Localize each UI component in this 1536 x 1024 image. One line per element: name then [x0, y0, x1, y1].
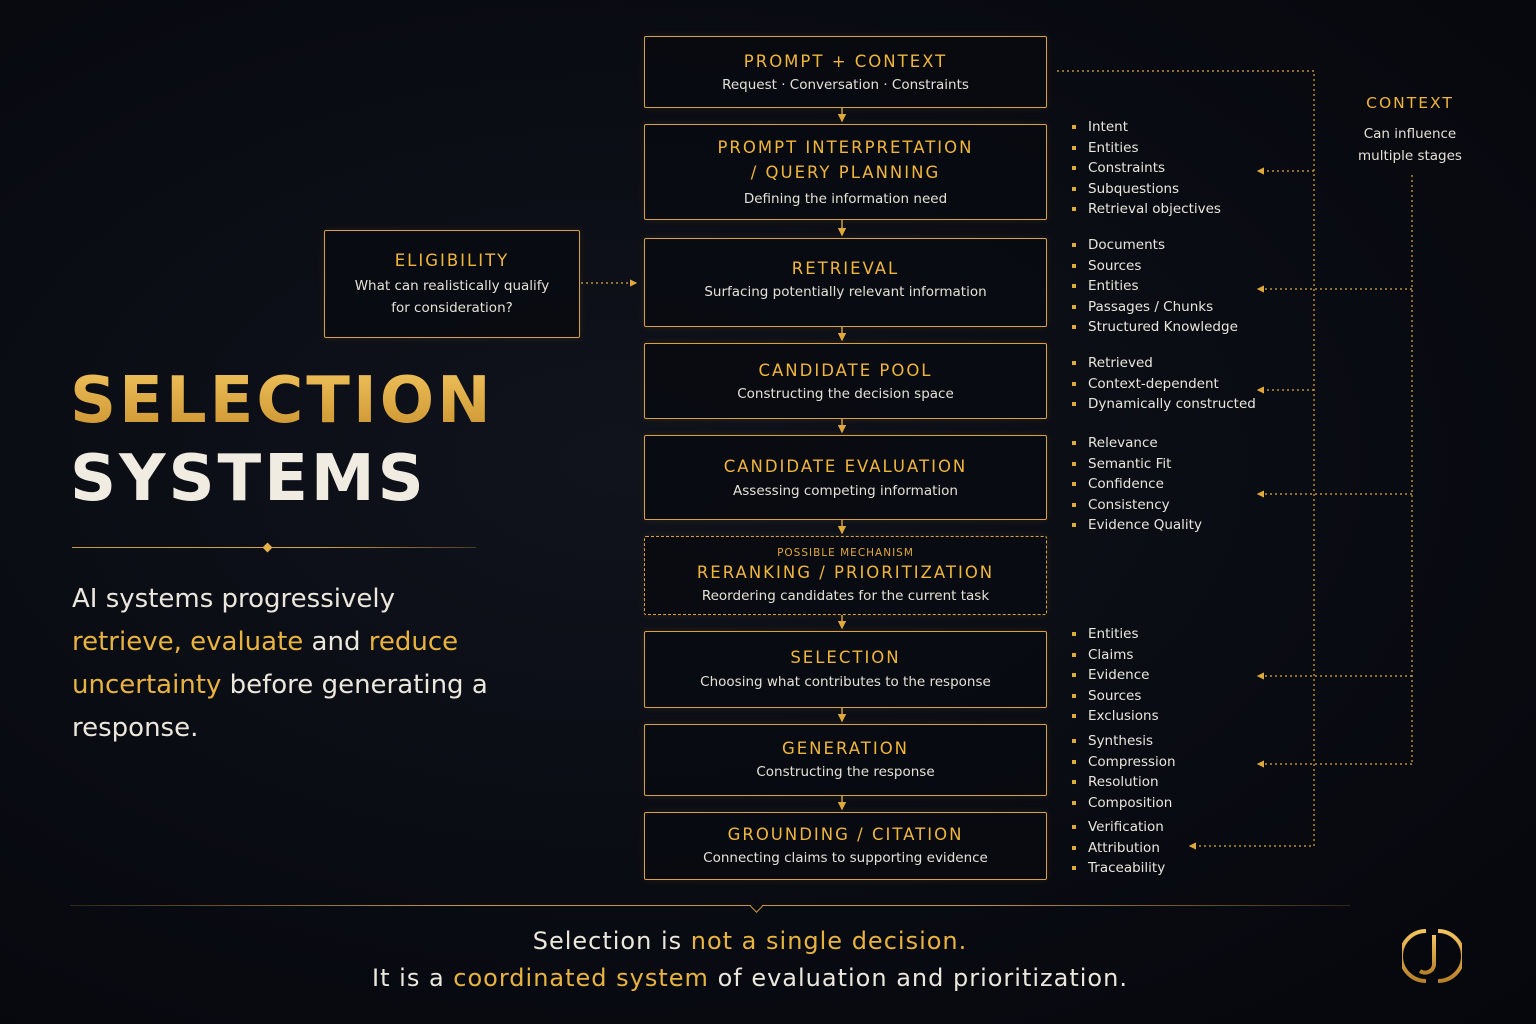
list-item: Evidence — [1072, 665, 1159, 686]
eligibility-title: ELIGIBILITY — [394, 251, 510, 270]
stage-grounding: GROUNDING / CITATION Connecting claims t… — [644, 812, 1047, 880]
stage-title: PROMPT + CONTEXT — [743, 52, 948, 71]
closing-line-1: Selection is not a single decision. — [250, 927, 1250, 955]
bullets-generation: Synthesis Compression Resolution Composi… — [1072, 731, 1176, 813]
title-divider — [72, 547, 476, 548]
closing-text: Selection is — [532, 927, 691, 955]
stage-candidate-evaluation: CANDIDATE EVALUATION Assessing competing… — [644, 435, 1047, 520]
list-item: Constraints — [1072, 158, 1221, 179]
stage-subtitle: Constructing the decision space — [737, 386, 954, 402]
lead-text: AI systems progressively — [72, 584, 395, 614]
list-item: Sources — [1072, 256, 1238, 277]
stage-title: RERANKING / PRIORITIZATION — [696, 563, 995, 582]
context-sub-line: multiple stages — [1358, 148, 1462, 164]
list-item: Attribution — [1072, 838, 1165, 859]
list-item: Entities — [1072, 276, 1238, 297]
closing-highlight: not a single decision. — [690, 927, 968, 955]
eligibility-sub: for consideration? — [391, 300, 513, 316]
list-item: Synthesis — [1072, 731, 1176, 752]
list-item: Structured Knowledge — [1072, 317, 1238, 338]
stage-title: CANDIDATE EVALUATION — [723, 457, 968, 476]
chevron-down-icon — [750, 900, 763, 913]
lead-highlight: retrieve — [72, 627, 174, 657]
list-item: Documents — [1072, 235, 1238, 256]
list-item: Entities — [1072, 138, 1221, 159]
stage-subtitle: Assessing competing information — [733, 483, 958, 499]
lead-text: before generating a response. — [72, 670, 488, 743]
list-item: Sources — [1072, 686, 1159, 707]
stage-prompt-context: PROMPT + CONTEXT Request · Conversation … — [644, 36, 1047, 108]
eligibility-sub: What can realistically qualify — [354, 278, 550, 294]
bullets-grounding: Verification Attribution Traceability — [1072, 817, 1165, 879]
bullets-retrieval: Documents Sources Entities Passages / Ch… — [1072, 235, 1238, 338]
stage-title-2: / QUERY PLANNING — [750, 163, 941, 182]
closing-text: It is a — [372, 964, 454, 992]
stage-candidate-pool: CANDIDATE POOL Constructing the decision… — [644, 343, 1047, 419]
list-item: Confidence — [1072, 474, 1202, 495]
stage-reranking: POSSIBLE MECHANISM RERANKING / PRIORITIZ… — [644, 536, 1047, 615]
diamond-ornament-icon — [262, 542, 273, 553]
list-item: Verification — [1072, 817, 1165, 838]
closing-highlight: coordinated system — [453, 964, 709, 992]
stage-subtitle: Choosing what contributes to the respons… — [700, 674, 991, 690]
list-item: Consistency — [1072, 495, 1202, 516]
title-line-1: SELECTION — [70, 364, 494, 438]
list-item: Retrieval objectives — [1072, 199, 1221, 220]
stage-subtitle: Reordering candidates for the current ta… — [701, 588, 990, 604]
lead-highlight: evaluate — [190, 627, 304, 657]
context-subtitle: Can influence multiple stages — [1340, 123, 1480, 167]
stage-subtitle: Request · Conversation · Constraints — [722, 77, 969, 93]
stage-subtitle: Defining the information need — [743, 191, 948, 207]
bullets-evaluation: Relevance Semantic Fit Confidence Consis… — [1072, 433, 1202, 536]
bullets-selection: Entities Claims Evidence Sources Exclusi… — [1072, 624, 1159, 727]
lead-text: and — [303, 627, 369, 657]
stage-title: GROUNDING / CITATION — [727, 825, 964, 844]
page-title: SELECTION SYSTEMS — [70, 362, 494, 518]
bullets-pool: Retrieved Context-dependent Dynamically … — [1072, 353, 1256, 415]
stage-tag: POSSIBLE MECHANISM — [777, 547, 914, 559]
lead-highlight: , — [173, 627, 191, 657]
stage-title: CANDIDATE POOL — [758, 361, 933, 380]
stage-retrieval: RETRIEVAL Surfacing potentially relevant… — [644, 238, 1047, 327]
stage-selection: SELECTION Choosing what contributes to t… — [644, 631, 1047, 708]
context-sub-line: Can influence — [1363, 126, 1457, 142]
stage-title: RETRIEVAL — [791, 259, 900, 278]
stage-title: PROMPT INTERPRETATION — [717, 138, 974, 157]
list-item: Claims — [1072, 645, 1159, 666]
title-line-2: SYSTEMS — [70, 442, 427, 516]
context-title: CONTEXT — [1366, 94, 1454, 112]
list-item: Subquestions — [1072, 179, 1221, 200]
list-item: Retrieved — [1072, 353, 1256, 374]
list-item: Context-dependent — [1072, 374, 1256, 395]
list-item: Semantic Fit — [1072, 454, 1202, 475]
list-item: Compression — [1072, 752, 1176, 773]
stage-generation: GENERATION Constructing the response — [644, 724, 1047, 796]
list-item: Passages / Chunks — [1072, 297, 1238, 318]
eligibility-box: ELIGIBILITY What can realistically quali… — [324, 230, 580, 338]
stage-subtitle: Constructing the response — [756, 764, 935, 780]
list-item: Evidence Quality — [1072, 515, 1202, 536]
closing-text: of evaluation and prioritization. — [708, 964, 1128, 992]
stage-title: SELECTION — [790, 648, 901, 667]
bottom-divider — [70, 905, 1350, 906]
list-item: Intent — [1072, 117, 1221, 138]
list-item: Exclusions — [1072, 706, 1159, 727]
list-item: Entities — [1072, 624, 1159, 645]
lead-paragraph: AI systems progressively retrieve, evalu… — [72, 578, 492, 750]
stage-subtitle: Surfacing potentially relevant informati… — [704, 284, 987, 300]
stage-title: GENERATION — [781, 739, 910, 758]
list-item: Traceability — [1072, 858, 1165, 879]
list-item: Relevance — [1072, 433, 1202, 454]
stage-prompt-interpretation: PROMPT INTERPRETATION / QUERY PLANNING D… — [644, 124, 1047, 220]
lead-highlight: reduce uncertainty — [72, 627, 459, 700]
stage-subtitle: Connecting claims to supporting evidence — [703, 850, 988, 866]
list-item: Composition — [1072, 793, 1176, 814]
brand-monogram-icon — [1402, 929, 1462, 983]
closing-line-2: It is a coordinated system of evaluation… — [250, 964, 1250, 992]
bullets-interpretation: Intent Entities Constraints Subquestions… — [1072, 117, 1221, 220]
list-item: Resolution — [1072, 772, 1176, 793]
list-item: Dynamically constructed — [1072, 394, 1256, 415]
